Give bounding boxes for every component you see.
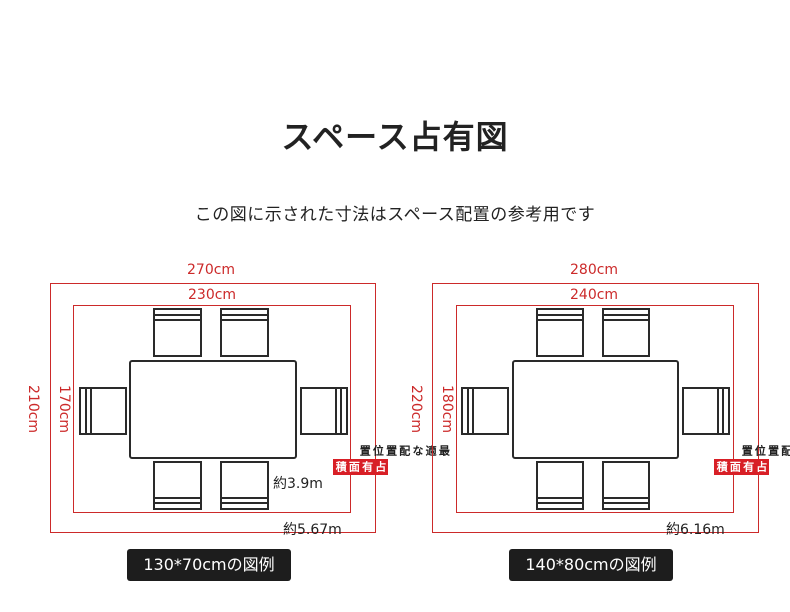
chair-left-end (79, 387, 127, 435)
inner-width-label: 240cm (570, 287, 619, 303)
inner-depth-label: 180cm (439, 385, 455, 434)
inner-depth-label: 170cm (56, 385, 72, 434)
chair-top-left (153, 308, 202, 357)
chair-bottom-right (602, 461, 650, 510)
page-subtitle: この図に示された寸法はスペース配置の参考用です (194, 205, 596, 225)
chair-bottom-right (220, 461, 269, 510)
inner-space-boundary (73, 305, 351, 513)
recommended-area-value: 約6.16m (666, 522, 725, 538)
occupied-area-tag: 占有面積 (333, 459, 388, 475)
chair-top-right (602, 308, 650, 357)
outer-depth-label: 210cm (25, 385, 41, 434)
chair-left-end (461, 387, 509, 435)
recommended-area-tag: 最適な配置位置 (358, 445, 451, 457)
chair-bottom-left (153, 461, 202, 510)
dining-table (512, 360, 679, 459)
chair-right-end (682, 387, 730, 435)
occupied-area-tag: 占有面積 (714, 459, 769, 475)
chair-right-end (300, 387, 348, 435)
inner-width-label: 230cm (188, 287, 237, 303)
page-title: スペース占有図 (281, 118, 509, 156)
diagram-caption: 140*80cmの図例 (509, 549, 673, 581)
recommended-area-value: 約5.67m (283, 522, 342, 538)
occupied-area-value: 約3.9m (273, 476, 323, 492)
dining-table (129, 360, 297, 459)
outer-space-boundary (432, 283, 759, 533)
recommended-area-tag: 推奨配置位置 (740, 445, 790, 457)
chair-bottom-left (536, 461, 584, 510)
outer-space-boundary (50, 283, 376, 533)
outer-depth-label: 220cm (408, 385, 424, 434)
outer-width-label: 270cm (187, 262, 236, 278)
chair-top-right (220, 308, 269, 357)
chair-top-left (536, 308, 584, 357)
outer-width-label: 280cm (570, 262, 619, 278)
diagram-caption: 130*70cmの図例 (127, 549, 291, 581)
inner-space-boundary (456, 305, 734, 513)
